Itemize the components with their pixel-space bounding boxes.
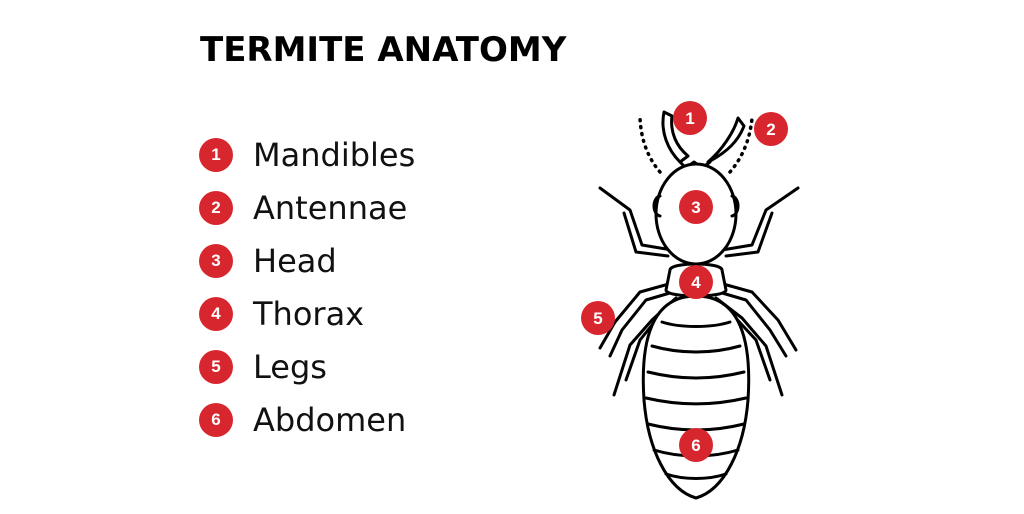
legend-item-legs: 5 Legs bbox=[199, 340, 415, 393]
legend-item-head: 3 Head bbox=[199, 234, 415, 287]
legend-label: Head bbox=[253, 241, 337, 280]
page-title: TERMITE ANATOMY bbox=[200, 30, 567, 70]
leg-middle-left bbox=[598, 280, 678, 350]
legend-number-badge: 2 bbox=[199, 190, 233, 225]
legend-label: Abdomen bbox=[253, 400, 407, 439]
svg-text:4: 4 bbox=[691, 273, 701, 292]
legend-list: 1 Mandibles 2 Antennae 3 Head 4 Thorax 5… bbox=[199, 128, 415, 446]
leg-front-right bbox=[720, 186, 800, 252]
marker-6: 6 bbox=[679, 428, 713, 462]
svg-text:6: 6 bbox=[691, 436, 700, 455]
marker-3: 3 bbox=[679, 190, 713, 224]
legend-number-badge: 3 bbox=[199, 243, 233, 278]
svg-text:1: 1 bbox=[685, 109, 694, 128]
svg-text:2: 2 bbox=[766, 120, 775, 139]
mandible-right bbox=[706, 116, 746, 164]
antenna-right bbox=[728, 116, 754, 174]
legend-item-thorax: 4 Thorax bbox=[199, 287, 415, 340]
marker-4: 4 bbox=[679, 265, 713, 299]
legend-item-mandibles: 1 Mandibles bbox=[199, 128, 415, 181]
legend-number-badge: 4 bbox=[199, 296, 233, 331]
legend-item-abdomen: 6 Abdomen bbox=[199, 393, 415, 446]
leg-front-left bbox=[598, 186, 674, 252]
legend-label: Thorax bbox=[253, 294, 365, 333]
marker-5: 5 bbox=[581, 301, 615, 335]
legend-label: Antennae bbox=[253, 188, 408, 227]
marker-1: 1 bbox=[673, 101, 707, 135]
diagram-markers: 1 2 3 4 5 6 bbox=[581, 101, 788, 462]
antenna-left bbox=[638, 116, 662, 174]
marker-2: 2 bbox=[754, 112, 788, 146]
legend-number-badge: 5 bbox=[199, 349, 233, 384]
mandible-left bbox=[661, 110, 690, 164]
legend-item-antennae: 2 Antennae bbox=[199, 181, 415, 234]
abdomen-shape bbox=[641, 294, 751, 500]
legend-number-badge: 1 bbox=[199, 137, 233, 172]
legend-label: Legs bbox=[253, 347, 327, 386]
leg-middle-right bbox=[714, 280, 798, 352]
legend-number-badge: 6 bbox=[199, 402, 233, 437]
svg-text:5: 5 bbox=[593, 309, 602, 328]
legend-label: Mandibles bbox=[253, 135, 416, 174]
svg-text:3: 3 bbox=[691, 198, 700, 217]
